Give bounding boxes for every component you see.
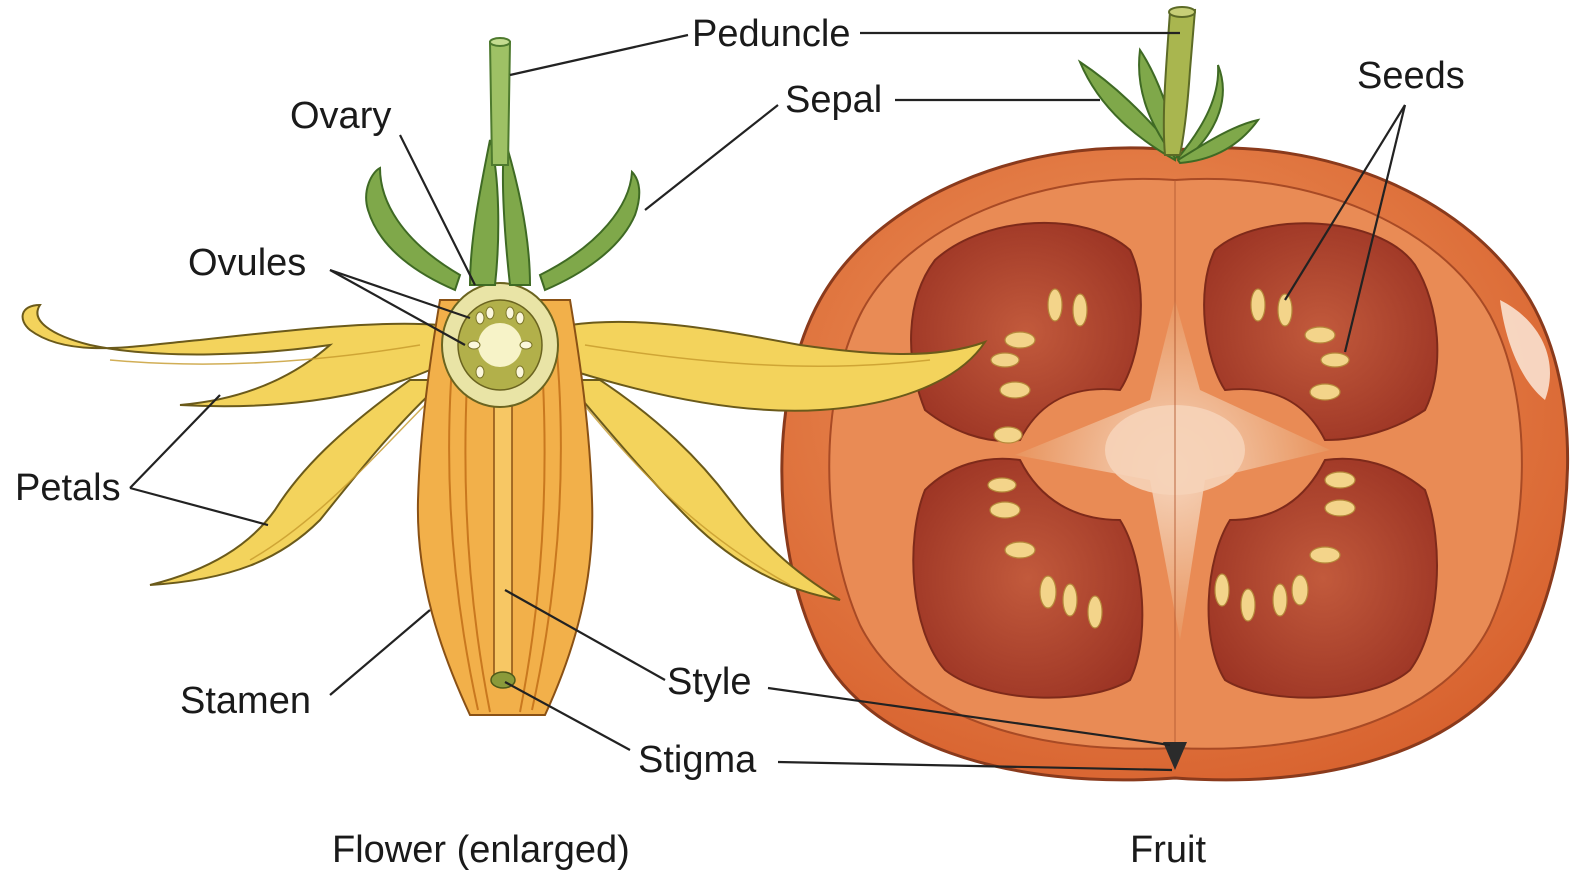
fruit-peduncle <box>1164 10 1195 155</box>
caption-fruit: Fruit <box>1130 829 1206 871</box>
style <box>494 385 512 685</box>
label-ovules: Ovules <box>188 242 306 284</box>
label-petals: Petals <box>15 467 121 509</box>
label-stigma: Stigma <box>638 739 757 781</box>
label-ovary: Ovary <box>290 95 391 137</box>
label-style: Style <box>667 661 751 703</box>
leader-peduncle-flower <box>510 35 688 75</box>
label-sepal: Sepal <box>785 79 882 121</box>
leader-petals-2 <box>130 488 268 525</box>
label-seeds: Seeds <box>1357 55 1465 97</box>
label-peduncle: Peduncle <box>692 13 850 55</box>
label-stamen: Stamen <box>180 680 311 722</box>
petal-left-upper <box>23 305 440 406</box>
caption-flower: Flower (enlarged) <box>332 829 630 871</box>
leader-sepal-flower <box>645 105 778 210</box>
petal-left-lower <box>150 380 445 585</box>
leader-stamen <box>330 610 430 695</box>
leader-petals-1 <box>130 395 220 488</box>
flower-peduncle <box>490 42 510 165</box>
